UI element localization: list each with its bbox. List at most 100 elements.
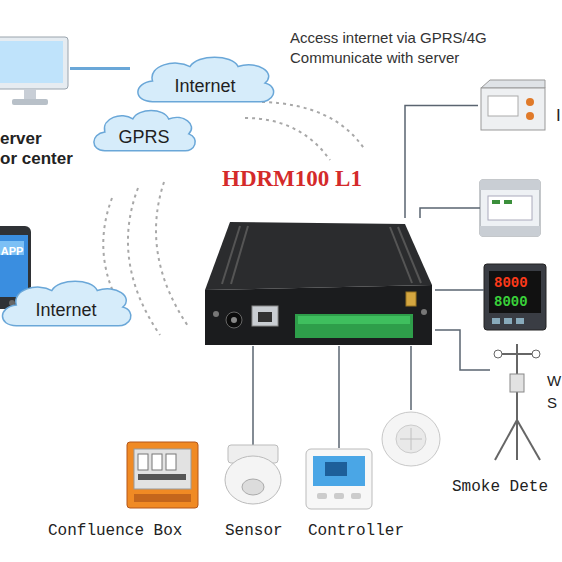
meter-frame [484,264,546,330]
power-part [488,96,518,116]
device-shape [200,218,435,346]
device-part [298,316,410,324]
sensor-shape [218,445,288,505]
confluence-part [134,449,191,489]
cloud-node: Internet [0,274,137,336]
connector-line [435,330,490,370]
controller-part [317,493,327,499]
controller-part [306,449,372,509]
monitor-part [24,89,36,99]
meter-display [489,271,541,313]
weather-part [516,344,518,460]
signal-arc [156,182,188,326]
smoke-shape [380,410,442,468]
connector-line [410,346,412,410]
node-label: Confluence Box [48,522,182,540]
node-label: Smoke Dete [452,478,548,496]
weather-station: W S [490,340,545,460]
weather-part [510,374,524,392]
node-label: Sensor [225,522,283,540]
plc-led [492,200,500,204]
leader-wire [435,289,484,291]
confluence-part [138,454,148,470]
weather-part [532,350,540,358]
smoke-part [382,412,440,466]
device-part [398,227,421,283]
controller-part [351,493,361,499]
node-label: W S [547,370,559,414]
meter-button [516,318,524,324]
weather-part [517,420,540,460]
phone-part [0,235,28,297]
confluence-part [134,494,191,502]
controller-part [313,456,365,486]
device-part [295,314,413,338]
node-label: GPRS [88,104,200,160]
motion-sensor: Sensor [218,445,288,505]
confluence-box: Confluence Box [125,440,200,510]
device-part [222,226,240,284]
plc-terminal-row [480,180,540,190]
node-label: Controller [308,522,404,540]
smoke-part [396,425,426,453]
device-part [421,309,427,315]
temperature-controller [484,264,546,330]
controller-shape [305,448,373,510]
weather-part [498,353,536,355]
gateway-device: HDRM100 L1 [200,218,435,346]
thermostat-controller: Controller [305,448,373,510]
power-supply: I [478,78,548,133]
power-part [481,80,545,88]
connector-line [405,106,478,219]
device-part [231,317,237,323]
signal-arc [245,118,330,160]
controller-part [325,462,347,476]
smoke-detector: Smoke Dete [380,410,442,468]
signal-arc [262,102,365,150]
confluence-shape [125,440,200,510]
sensor-part [225,456,281,504]
sensor-part [242,479,264,495]
node-label: Internet [0,274,137,336]
power-shape [478,78,548,133]
node-label: or center [0,149,73,169]
device-part [406,292,416,306]
plc-terminal-row [480,226,540,236]
power-part [526,112,534,120]
power-part [526,98,534,106]
confluence-part [127,442,198,508]
leader-wire [420,208,480,218]
node-label: Internet [130,50,280,112]
display-digits: 8000 [494,275,528,291]
controller-part [334,493,344,499]
plc-panel [488,196,532,220]
meter-button [504,318,512,324]
server-monitor: erveror center [0,35,70,110]
power-part [481,88,545,130]
device-part [231,226,248,284]
connector-line [252,346,254,445]
monitor-part [0,37,68,89]
plc-module [480,180,540,236]
connector-line [338,346,340,448]
device-part [226,312,242,328]
monitor-part [0,41,63,83]
device-part [252,306,278,326]
device-part [213,311,219,317]
device-part [258,312,272,322]
meter-button [492,318,500,324]
cloud-node: Internet [130,50,280,112]
weather-shape [490,340,545,460]
node-label: erver [0,129,42,149]
node-label: HDRM100 L1 [222,166,362,192]
display-digits: 8000 [494,294,528,310]
connector-line [70,67,130,70]
confluence-part [138,474,186,480]
device-part [205,222,432,290]
signal-arc [128,188,160,335]
plc-led [504,200,512,204]
leader-wires [420,208,484,290]
smoke-part [411,428,412,450]
confluence-part [152,454,162,470]
